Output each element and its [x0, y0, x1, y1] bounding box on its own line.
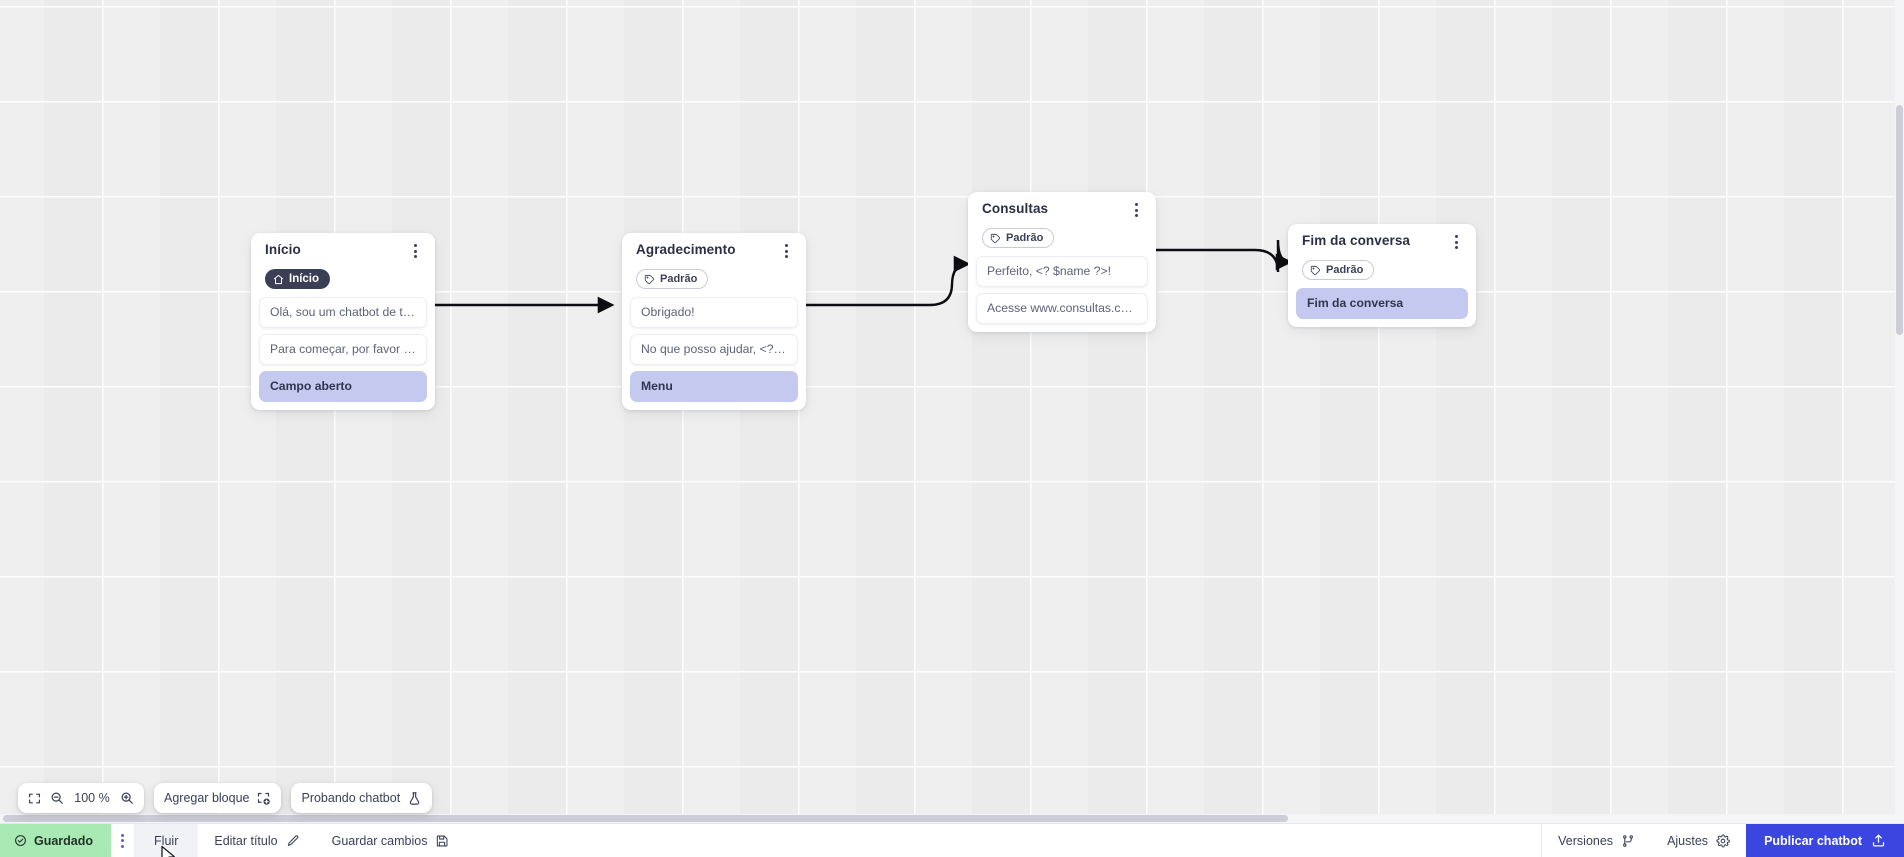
status-bar: Guardado Fluir Editar título Guardar cam…: [0, 823, 1904, 857]
node-header: Início: [259, 242, 427, 261]
flow-block[interactable]: Menu: [630, 371, 798, 402]
vertical-scrollbar[interactable]: [1895, 0, 1904, 823]
node-badges: Início: [259, 261, 427, 289]
node-menu-icon[interactable]: [778, 241, 794, 261]
tab-fluir-label: Fluir: [154, 833, 179, 848]
flow-node-fim-da-conversa[interactable]: Fim da conversa Padrão Fim da conversa: [1288, 224, 1476, 327]
branch-icon: [1623, 834, 1633, 847]
save-icon: [437, 835, 448, 846]
test-chatbot-button[interactable]: Probando chatbot: [301, 791, 422, 806]
fit-screen-icon: [29, 793, 40, 803]
badge-default[interactable]: Padrão: [982, 228, 1055, 248]
status-bar-left: Guardado Fluir Editar título Guardar cam…: [0, 824, 465, 857]
zoom-out-icon: [51, 792, 63, 804]
badge-default-label: Padrão: [660, 273, 698, 285]
node-title: Agradecimento: [636, 242, 736, 257]
tag-icon: [644, 274, 655, 284]
node-menu-icon[interactable]: [407, 241, 423, 261]
edit-title-button[interactable]: Editar título: [198, 824, 315, 857]
node-title: Início: [265, 242, 301, 257]
node-blocks: Olá, sou um chatbot de teste! Para começ…: [259, 297, 427, 402]
saved-status-label: Guardado: [34, 833, 94, 848]
node-badges: Padrão: [630, 261, 798, 289]
vertical-scrollbar-thumb[interactable]: [1896, 105, 1903, 335]
flow-edges: [434, 239, 1293, 314]
node-menu-icon[interactable]: [1448, 232, 1464, 252]
node-blocks: Perfeito, <? $name ?>! Acesse www.consul…: [976, 256, 1148, 324]
node-badges: Padrão: [1296, 252, 1468, 280]
add-block-group: Agregar bloque: [154, 783, 282, 813]
settings-label: Ajustes: [1667, 833, 1709, 848]
horizontal-scrollbar[interactable]: [0, 814, 1904, 823]
node-blocks: Fim da conversa: [1296, 288, 1468, 319]
zoom-in-button[interactable]: [120, 791, 134, 805]
node-header: Agradecimento: [630, 242, 798, 261]
upload-icon: [1872, 834, 1885, 847]
settings-button[interactable]: Ajustes: [1651, 824, 1746, 857]
fit-screen-button[interactable]: [28, 792, 41, 805]
zoom-level-value: 100 %: [74, 791, 110, 805]
save-changes-label: Guardar cambios: [331, 833, 428, 848]
tab-fluir[interactable]: Fluir: [134, 824, 199, 857]
badge-default[interactable]: Padrão: [636, 269, 709, 289]
flow-block[interactable]: Campo aberto: [259, 371, 427, 402]
tag-icon: [1310, 265, 1321, 275]
node-title: Fim da conversa: [1302, 233, 1411, 248]
test-chatbot-group: Probando chatbot: [291, 783, 433, 813]
status-divider: [1541, 824, 1543, 857]
check-circle-icon: [15, 835, 26, 846]
test-chatbot-label: Probando chatbot: [301, 791, 401, 805]
badge-default-label: Padrão: [1326, 264, 1364, 276]
saved-status-badge: Guardado: [0, 824, 112, 857]
node-title: Consultas: [982, 201, 1049, 216]
add-block-label: Agregar bloque: [164, 791, 250, 805]
node-header: Fim da conversa: [1296, 233, 1468, 252]
save-changes-button[interactable]: Guardar cambios: [316, 824, 466, 857]
flow-block[interactable]: Olá, sou um chatbot de teste!: [259, 297, 427, 328]
node-blocks: Obrigado! No que posso ajudar, <? $name …: [630, 297, 798, 402]
flow-node-inicio[interactable]: Início Início Olá, sou um chatbot de tes…: [251, 233, 435, 410]
versions-button[interactable]: Versiones: [1542, 824, 1651, 857]
flow-canvas[interactable]: Início Início Olá, sou um chatbot de tes…: [0, 0, 1904, 823]
flow-block[interactable]: Para começar, por favor digite o ...: [259, 334, 427, 365]
publish-chatbot-button[interactable]: Publicar chatbot: [1746, 824, 1904, 857]
home-icon: [273, 274, 284, 284]
flow-block[interactable]: No que posso ajudar, <? $name ...: [630, 334, 798, 365]
versions-label: Versiones: [1558, 833, 1614, 848]
node-header: Consultas: [976, 201, 1148, 220]
status-more-menu-icon[interactable]: [111, 824, 134, 857]
canvas-toolbar: 100 % Agregar bloque Probando chatbot: [18, 783, 433, 813]
edge-consultas-to-fim: [1155, 239, 1293, 273]
status-bar-right: Versiones Ajustes Publicar chatbot: [1541, 824, 1904, 857]
badge-start[interactable]: Início: [265, 269, 331, 289]
zoom-controls: 100 %: [18, 783, 144, 813]
gear-icon: [1716, 833, 1730, 848]
flow-node-agradecimento[interactable]: Agradecimento Padrão Obrigado! No que po…: [622, 233, 806, 410]
flow-block[interactable]: Fim da conversa: [1296, 288, 1468, 319]
publish-chatbot-label: Publicar chatbot: [1764, 833, 1862, 848]
add-block-icon: [258, 792, 271, 805]
flow-node-consultas[interactable]: Consultas Padrão Perfeito, <? $name ?>! …: [968, 192, 1156, 332]
badge-start-label: Início: [289, 273, 320, 285]
zoom-out-button[interactable]: [50, 791, 64, 805]
flow-block[interactable]: Acesse www.consultas.com par...: [976, 293, 1148, 324]
flow-block[interactable]: Obrigado!: [630, 297, 798, 328]
zoom-in-icon: [121, 792, 133, 804]
node-badges: Padrão: [976, 220, 1148, 248]
badge-default[interactable]: Padrão: [1302, 260, 1375, 280]
horizontal-scrollbar-thumb[interactable]: [3, 815, 1288, 822]
edge-agradecimento-to-consultas: [805, 255, 971, 307]
node-menu-icon[interactable]: [1128, 200, 1144, 220]
edit-title-label: Editar título: [214, 833, 278, 848]
badge-default-label: Padrão: [1006, 232, 1044, 244]
add-block-button[interactable]: Agregar bloque: [164, 791, 271, 806]
tag-icon: [990, 233, 1001, 243]
flask-icon: [409, 791, 420, 805]
pencil-icon: [287, 834, 298, 846]
flow-block[interactable]: Perfeito, <? $name ?>!: [976, 256, 1148, 287]
